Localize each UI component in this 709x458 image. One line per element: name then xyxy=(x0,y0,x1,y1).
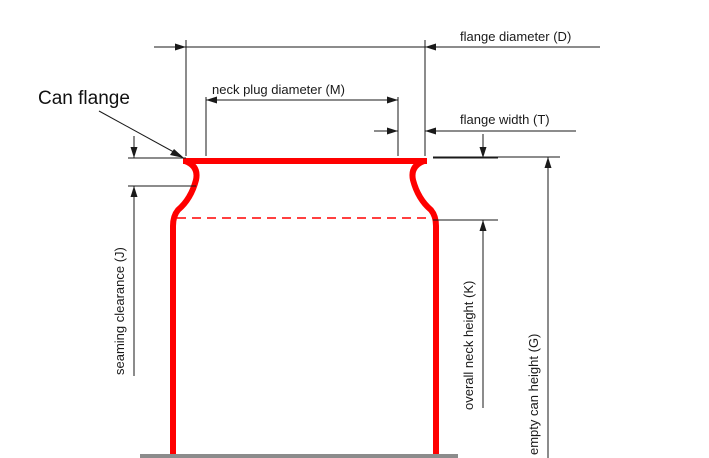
can-flange-callout: Can flange xyxy=(38,88,184,158)
empty-can-height-dimension: empty can height (G) xyxy=(433,156,560,458)
empty-can-height-label: empty can height (G) xyxy=(526,334,541,455)
flange-width-label: flange width (T) xyxy=(460,112,550,127)
can-right-wall xyxy=(409,158,439,458)
overall-neck-height-label: overall neck height (K) xyxy=(461,281,476,410)
neck-plug-diameter-dimension: neck plug diameter (M) xyxy=(205,82,399,156)
can-left-wall xyxy=(170,158,200,458)
overall-neck-height-dimension: overall neck height (K) xyxy=(433,134,498,410)
flange-width-dimension: flange width (T) xyxy=(374,112,576,135)
neck-plug-diameter-label: neck plug diameter (M) xyxy=(212,82,345,97)
can-flange-label: Can flange xyxy=(38,88,130,109)
flange-diameter-label: flange diameter (D) xyxy=(460,29,571,44)
flange-diameter-dimension: flange diameter (D) xyxy=(154,29,600,156)
can-outline xyxy=(170,158,439,458)
seaming-clearance-dimension: seaming clearance (J) xyxy=(112,136,196,376)
seaming-clearance-label: seaming clearance (J) xyxy=(112,247,127,375)
